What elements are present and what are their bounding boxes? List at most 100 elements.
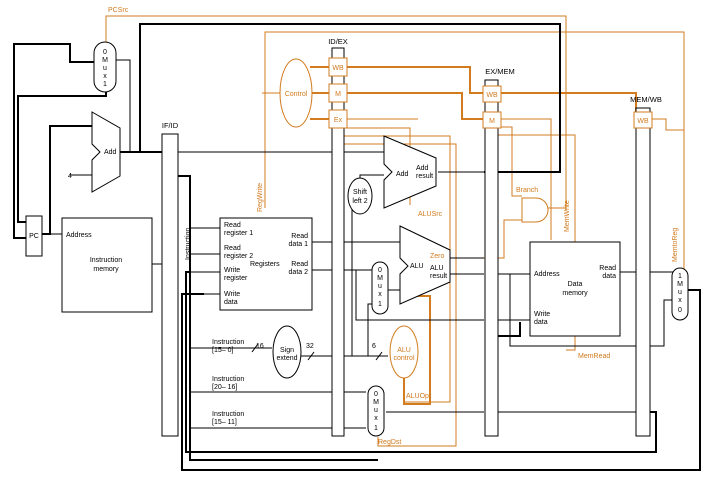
rf-read-reg2-a: Read <box>224 245 241 252</box>
dmem-address: Address <box>534 271 560 278</box>
const-four-label: 4 <box>68 173 72 180</box>
pc-mux-text-3: x <box>103 73 107 80</box>
pipeline-register-ifid: IF/ID <box>161 121 179 437</box>
rf-read-data1-a: Read <box>291 233 308 240</box>
pc-label: PC <box>29 233 39 240</box>
instruction-field-labels: Instruction [15– 0] Instruction [20– 16]… <box>212 339 244 426</box>
pc-mux-text-4: 1 <box>103 81 107 88</box>
regdst-label: RegDst <box>378 439 401 446</box>
pipeline-register-exmem: WB M EX/MEM <box>482 67 515 437</box>
idex-label: ID/EX <box>328 37 348 46</box>
pcsrc-label: PCSrc <box>108 7 129 14</box>
data-memory: Address Read data Write data Data memory <box>529 241 621 337</box>
idex-ex-label: Ex <box>334 117 343 124</box>
alusrc-mux-text-2: u <box>378 283 382 290</box>
alu-zero-label: Zero <box>430 253 445 260</box>
pc-mux: 0 M u x 1 <box>93 41 117 93</box>
pipeline-register-memwb: WB MEM/WB <box>630 95 662 437</box>
memread-label: MemRead <box>578 353 610 360</box>
memwb-wb-label: WB <box>637 118 649 125</box>
sign-extend-label-2: extend <box>276 355 297 362</box>
sign-extend-unit: Sign extend 16 32 <box>251 325 315 379</box>
instruction-vertical-label: Instruction <box>185 228 192 260</box>
pc-register: PC <box>25 215 43 257</box>
alu-control-label-1: ALU <box>397 347 411 354</box>
alusrc-mux-text-3: x <box>378 291 382 298</box>
instr-field-2a: Instruction <box>212 376 244 383</box>
rf-read-data1-b: data 1 <box>289 241 309 248</box>
rf-write-reg-a: Write <box>224 267 240 274</box>
pc-mux-text-1: M <box>102 57 108 64</box>
regdst-mux-text-4: 1 <box>374 425 378 432</box>
alu: ALU Zero ALU result <box>399 225 451 305</box>
memwrite-label: MemWrite <box>564 200 571 232</box>
memtoreg-mux: 1 M u x 0 <box>671 267 689 321</box>
control-unit: Control <box>279 58 313 128</box>
pc-mux-text-0: 0 <box>103 49 107 56</box>
imem-title-2: memory <box>93 266 119 273</box>
dmem-title-2: memory <box>562 290 588 297</box>
memtoreg-mux-text-1: M <box>677 281 683 288</box>
control-wires <box>105 15 685 447</box>
rf-title: Registers <box>250 261 280 268</box>
memtoreg-label: MemtoReg <box>672 228 679 262</box>
dmem-write-data-b: data <box>534 319 548 326</box>
instr-field-1a: Instruction <box>212 339 244 346</box>
sign-extend-label-1: Sign <box>280 347 294 354</box>
exmem-label: EX/MEM <box>485 67 515 76</box>
memtoreg-mux-text-2: u <box>678 289 682 296</box>
dmem-read-data-a: Read <box>599 265 616 272</box>
aluop-label: ALUOp <box>406 393 429 400</box>
branch-adder-result-2: result <box>416 173 433 180</box>
register-file: Read register 1 Read register 2 Write re… <box>219 217 313 311</box>
exmem-wb-label: WB <box>486 92 498 99</box>
idex-wb-label: WB <box>332 65 344 72</box>
alu-result-1: ALU <box>430 265 444 272</box>
regwrite-label: RegWrite <box>257 183 264 212</box>
branch-label: Branch <box>516 187 538 194</box>
alu-control-unit: ALU control 6 <box>372 325 419 379</box>
branch-adder: Add Add result <box>383 135 437 209</box>
alu-result-2: result <box>430 273 447 280</box>
alu-src-mux: 0 M u x 1 <box>371 261 389 315</box>
memtoreg-mux-text-0: 1 <box>678 273 682 280</box>
alusrc-label: ALUSrc <box>418 211 443 218</box>
regdst-mux-text-0: 0 <box>374 391 378 398</box>
signal-labels: PCSrc RegWrite ALUSrc ALUOp RegDst Branc… <box>108 7 679 446</box>
rf-write-data-a: Write <box>224 291 240 298</box>
branch-and-gate <box>521 197 549 223</box>
dmem-read-data-b: data <box>602 273 616 280</box>
rf-read-reg1-b: register 1 <box>224 230 253 237</box>
idex-m-label: M <box>335 91 341 98</box>
instr-field-3b: [15– 11] <box>212 419 237 426</box>
control-label: Control <box>285 91 308 98</box>
memtoreg-mux-text-3: x <box>678 297 682 304</box>
regdst-mux-text-3: x <box>374 415 378 422</box>
branch-adder-result-1: Add <box>416 165 429 172</box>
dmem-write-data-a: Write <box>534 311 550 318</box>
branch-adder-label: Add <box>396 171 409 178</box>
regdst-mux-text-2: u <box>374 407 378 414</box>
imem-title-1: Instruction <box>90 257 122 264</box>
exmem-m-label: M <box>489 118 495 125</box>
alu-control-bits: 6 <box>372 343 376 350</box>
pipeline-register-idex: WB M Ex ID/EX <box>328 37 348 437</box>
sign-extend-in-bits: 16 <box>256 343 264 350</box>
pc-adder-label: Add <box>104 149 117 156</box>
instr-field-2b: [20– 16] <box>212 384 237 391</box>
alusrc-mux-text-1: M <box>377 275 383 282</box>
shift-left-2: Shift left 2 <box>347 177 373 215</box>
rf-read-reg1-a: Read <box>224 222 241 229</box>
ifid-label: IF/ID <box>162 121 179 130</box>
dmem-title-1: Data <box>568 281 583 288</box>
alusrc-mux-text-0: 0 <box>378 267 382 274</box>
rf-write-reg-b: register <box>224 275 248 282</box>
alu-label: ALU <box>410 263 424 270</box>
shift-left-label-1: Shift <box>353 189 367 196</box>
instr-field-3a: Instruction <box>212 411 244 418</box>
rf-write-data-b: data <box>224 299 238 306</box>
reg-dst-mux: 0 M u x 1 <box>367 385 385 437</box>
instruction-memory: Address Instruction memory <box>61 217 153 313</box>
rf-read-data2-a: Read <box>291 261 308 268</box>
